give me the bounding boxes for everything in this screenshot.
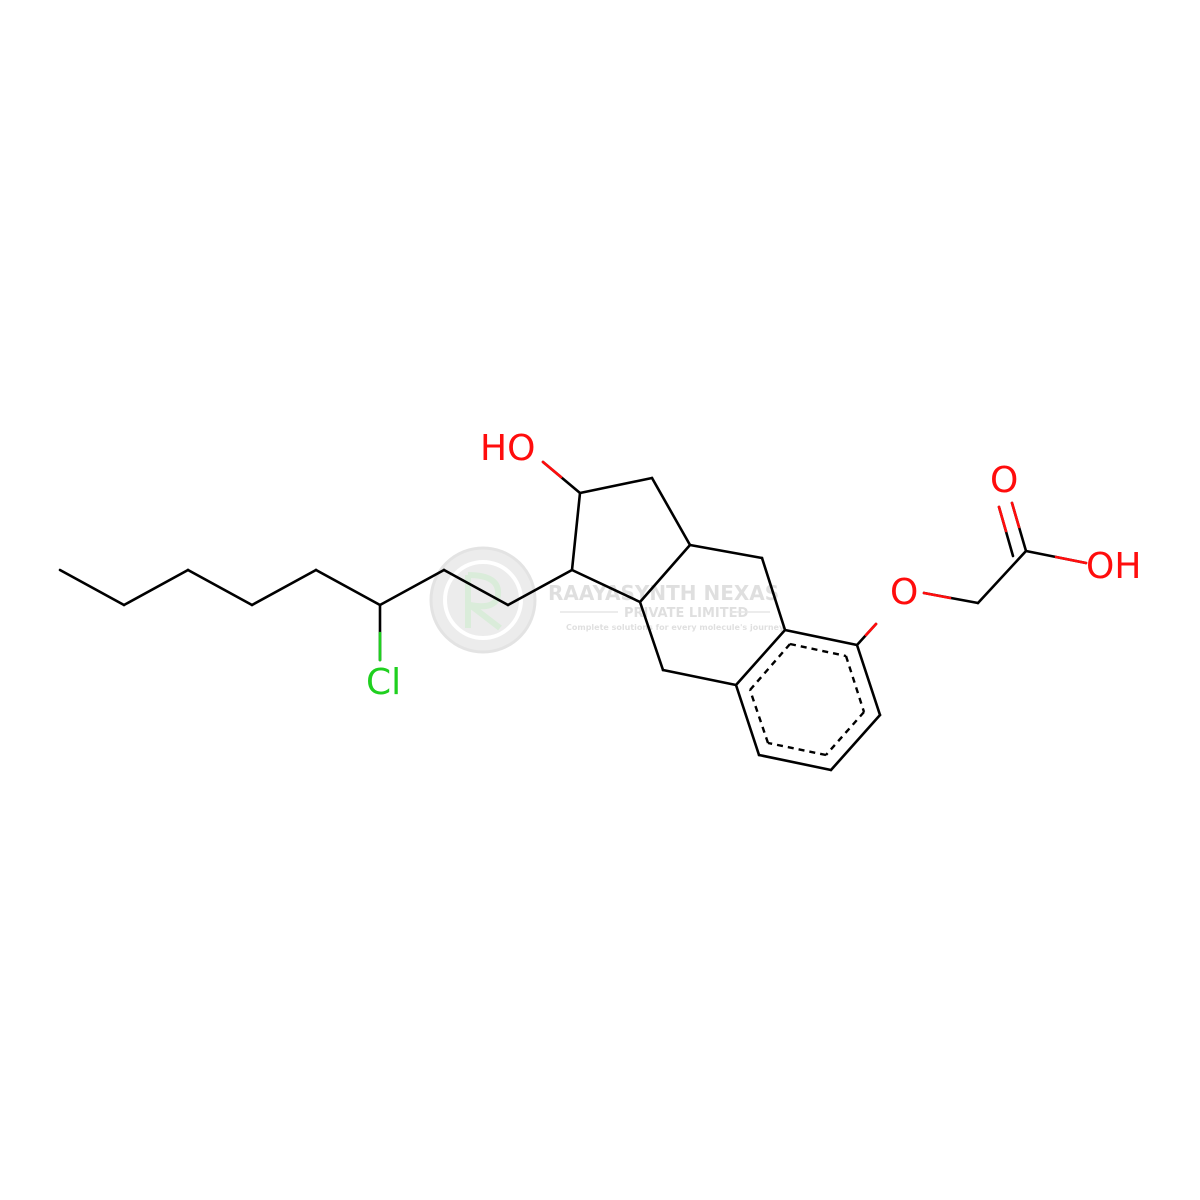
- bond: [578, 476, 654, 495]
- cyclohexane-ring: [638, 543, 787, 687]
- bond-half-oh: [541, 460, 563, 479]
- aromatic-bond: [844, 655, 866, 713]
- hexyl-chain: [58, 568, 574, 607]
- bond: [570, 568, 642, 604]
- aromatic-bond: [825, 711, 865, 756]
- aromatic-bond: [789, 642, 847, 658]
- bond: [650, 476, 692, 547]
- watermark-logo-circle: [429, 546, 537, 654]
- bond: [661, 668, 738, 687]
- aromatic-bond: [748, 689, 770, 744]
- bond: [734, 683, 761, 757]
- bond: [58, 568, 126, 607]
- acid-hydroxyl-label: OH: [1086, 546, 1141, 587]
- bond: [314, 568, 382, 607]
- hydroxyl-label: HO: [480, 428, 535, 469]
- ether-oxygen-label: O: [890, 572, 918, 613]
- watermark-company: RAAYASYNTH NEXAS: [548, 581, 779, 605]
- bond: [250, 568, 318, 607]
- bond-ch2-c: [976, 549, 1028, 605]
- benzene-ring: [734, 628, 882, 772]
- watermark-subtitle: PRIVATE LIMITED: [624, 606, 749, 621]
- carbonyl-oxygen-label: O: [990, 460, 1018, 501]
- bond: [122, 568, 190, 607]
- bond: [570, 491, 582, 572]
- cyclopentane-ring: [570, 476, 692, 604]
- bond: [760, 556, 787, 632]
- watermark-logo-inner: [443, 560, 523, 640]
- chlorine-label: Cl: [366, 662, 401, 703]
- bond-half-acid-oh: [1054, 555, 1088, 565]
- bond: [829, 713, 882, 772]
- bond: [506, 568, 574, 607]
- bond: [734, 628, 787, 687]
- bond-half-ether-o: [864, 622, 878, 637]
- aromatic-bond: [767, 741, 827, 757]
- watermark: RAAYASYNTH NEXAS PRIVATE LIMITED Complet…: [429, 546, 785, 654]
- bond: [638, 543, 692, 604]
- bond: [855, 643, 882, 717]
- bond: [442, 568, 510, 607]
- watermark-tagline: Complete solutions for every molecule's …: [566, 623, 785, 632]
- bond: [638, 600, 665, 672]
- bond-half-ether-o2: [922, 591, 952, 600]
- bond: [378, 568, 446, 607]
- bond-half-carbonyl-2: [997, 505, 1008, 533]
- aromatic-bond: [749, 643, 791, 691]
- bond: [688, 543, 764, 560]
- bond-half-carbonyl-1: [1010, 501, 1021, 529]
- bond: [783, 628, 859, 647]
- bond: [757, 753, 833, 772]
- bond: [186, 568, 254, 607]
